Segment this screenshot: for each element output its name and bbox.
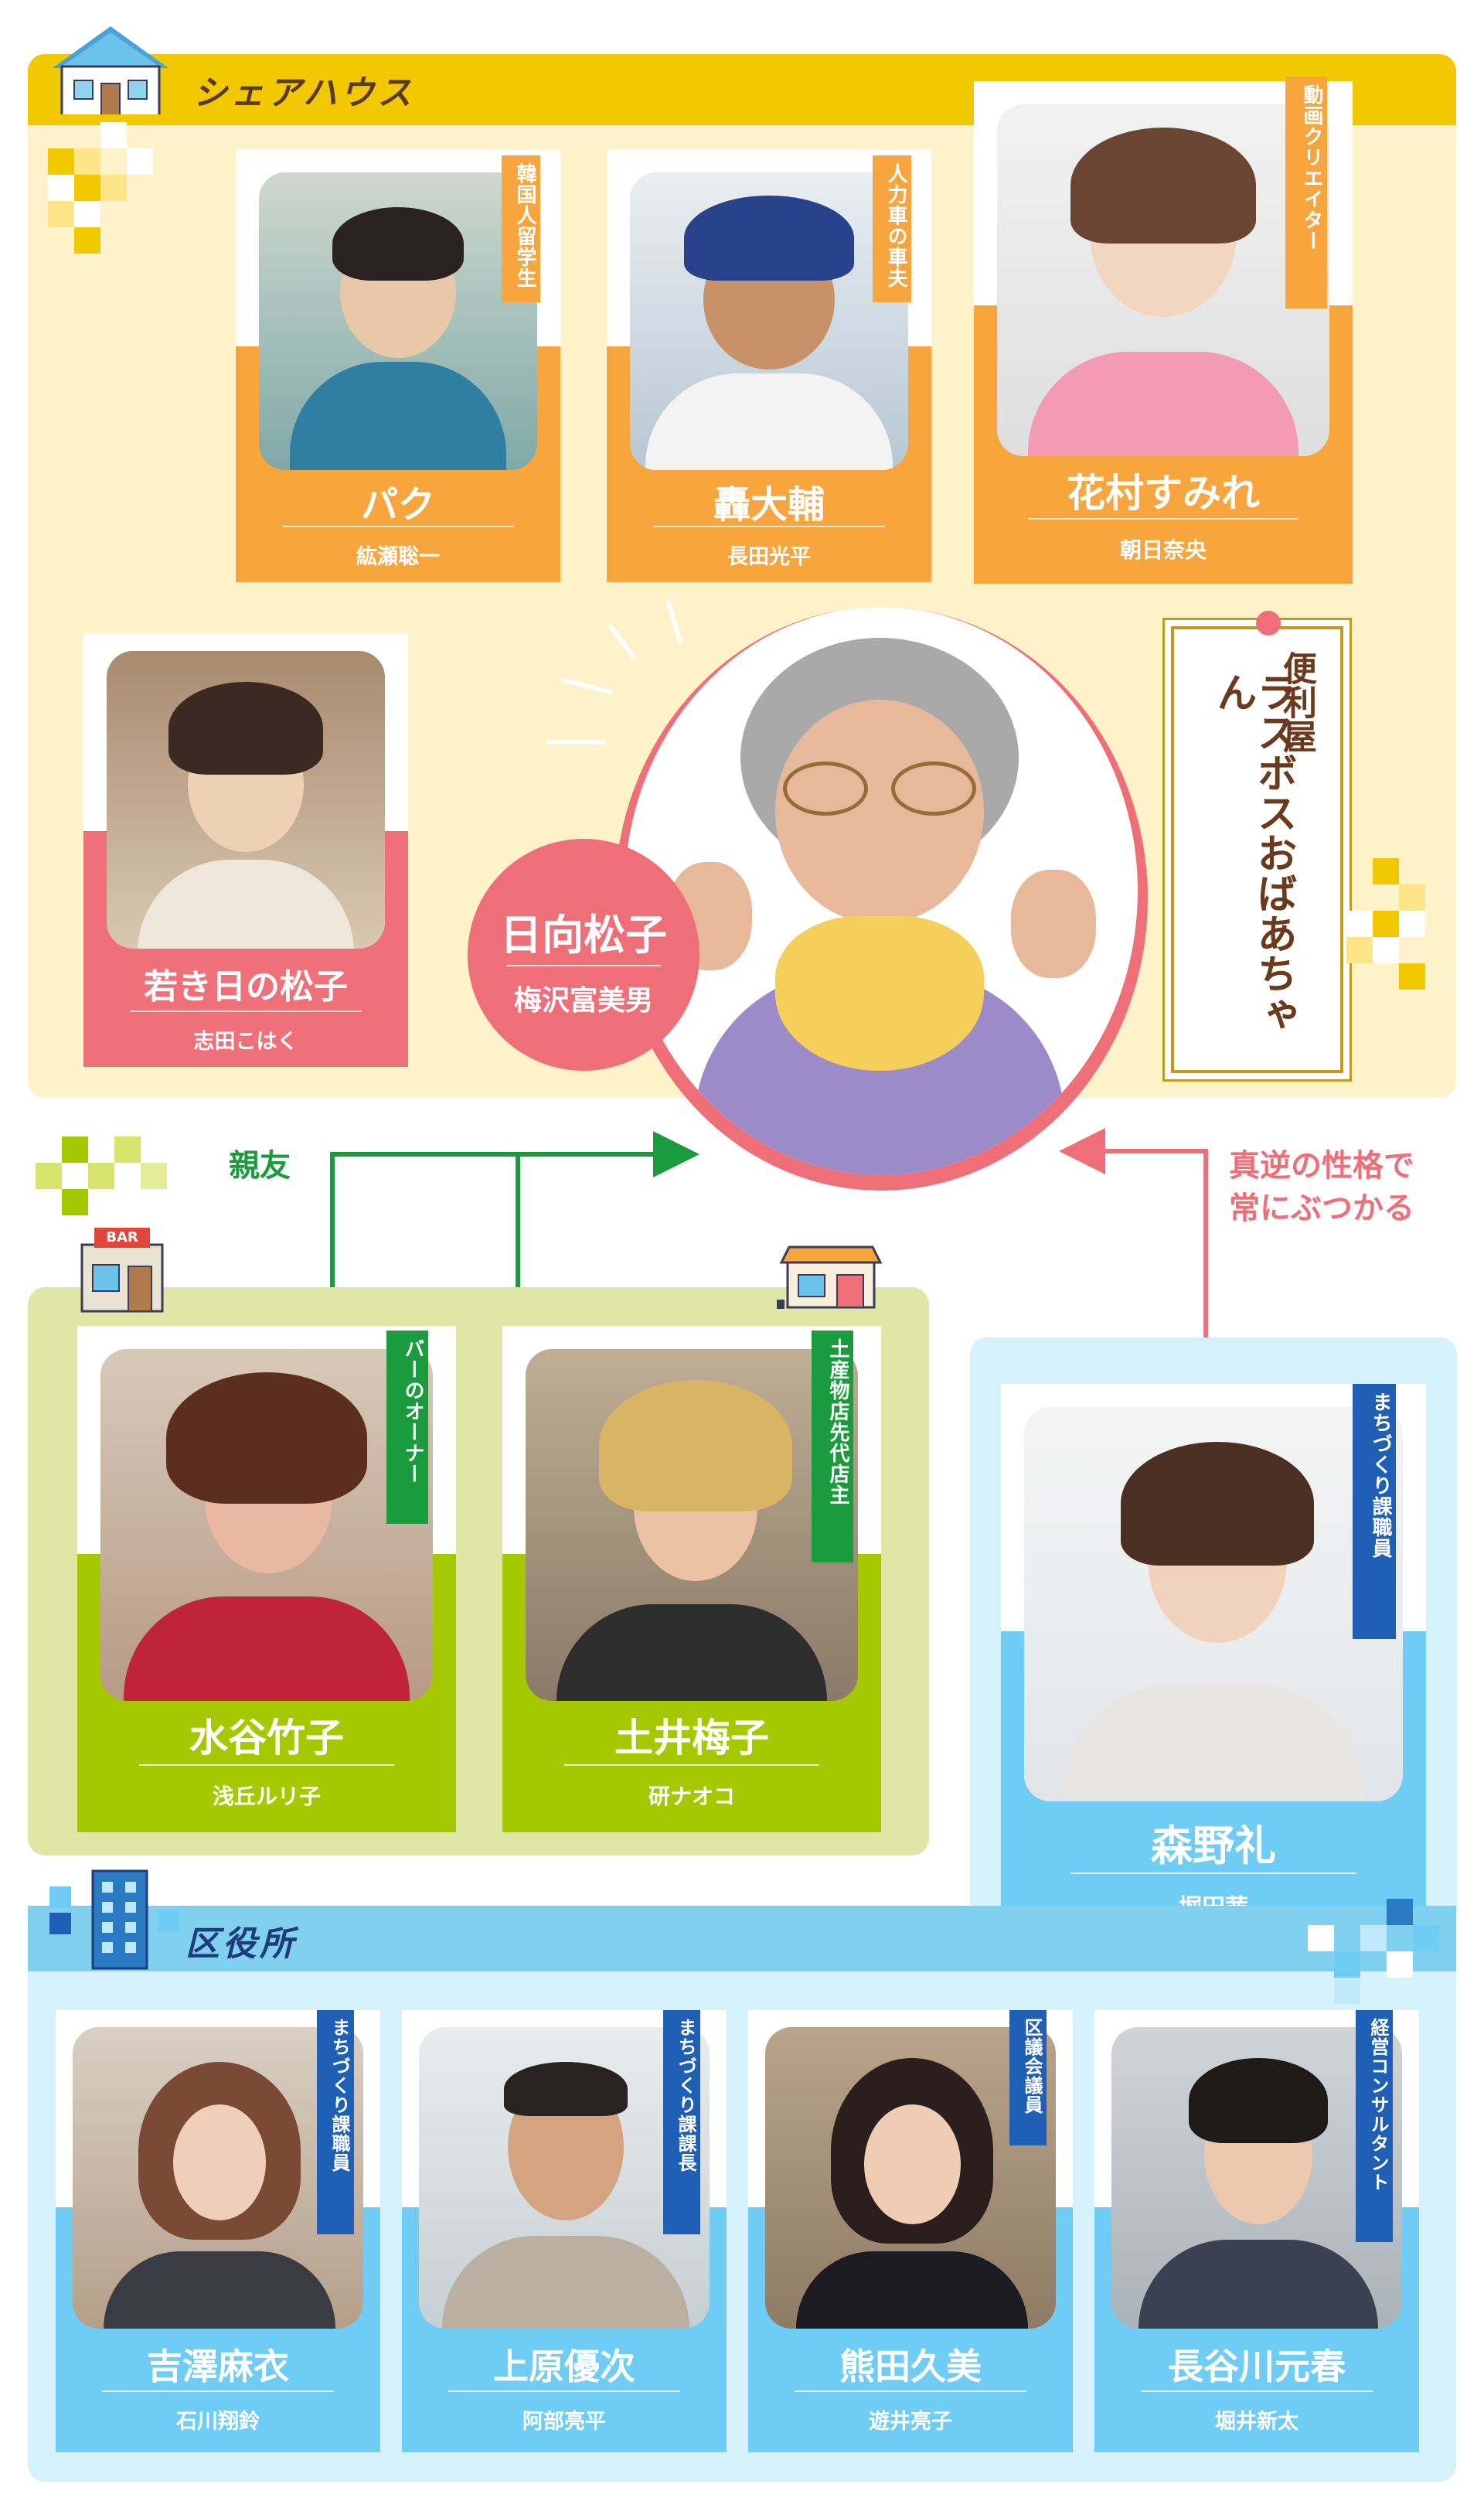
opposite-label-1: 真逆の性格で xyxy=(1229,1148,1414,1184)
role-tag: 経営コンサルタント xyxy=(1356,2010,1393,2242)
main-character-photo xyxy=(625,607,1138,1175)
role-tag: 韓国人留学生 xyxy=(502,155,540,302)
bar-icon: BAR xyxy=(76,1228,168,1314)
role-tag: 人力車の車夫 xyxy=(873,155,911,302)
character-name: パク xyxy=(360,483,435,526)
opposite-arrow xyxy=(1059,1128,1229,1388)
house-icon xyxy=(45,22,176,122)
character-name: 森野礼 xyxy=(1151,1821,1276,1870)
role-tag: まちづくり課課長 xyxy=(663,2010,700,2234)
character-name: 轟大輔 xyxy=(713,483,825,526)
character-photo xyxy=(1111,2027,1402,2329)
character-name: 土井梅子 xyxy=(614,1716,769,1760)
actor-name: 研ナオコ xyxy=(648,1784,735,1809)
divider xyxy=(102,2390,334,2392)
character-card-park: 韓国人留学生 パク 紘瀬聡一 xyxy=(236,149,560,582)
character-photo xyxy=(419,2027,710,2329)
burst-lines xyxy=(546,601,682,745)
main-character-name: 日向松子 xyxy=(500,911,667,959)
title-box: 便利屋 ラスボスおばあちゃん xyxy=(1171,626,1343,1073)
ward-office-title: 区役所 xyxy=(186,1924,297,1964)
office-building-icon xyxy=(42,1863,196,1971)
character-card-morino: まちづくり課職員 森野礼 堀田茜 xyxy=(1001,1384,1426,1941)
divider xyxy=(448,2390,680,2392)
character-name: 長谷川元春 xyxy=(1168,2346,1346,2387)
character-photo xyxy=(100,1349,433,1701)
actor-name: 長田光平 xyxy=(727,545,811,569)
character-card-young-matsuko: 若き日の松子 志田こはく xyxy=(83,634,408,1067)
character-photo xyxy=(526,1349,858,1701)
character-card-yoshizawa: まちづくり課職員 吉澤麻衣 石川翔鈴 xyxy=(56,2010,380,2452)
actor-name: 石川翔鈴 xyxy=(176,2410,260,2434)
character-card-todoroki: 人力車の車夫 轟大輔 長田光平 xyxy=(607,149,931,582)
role-tag: 土産物店先代店主 xyxy=(812,1331,853,1562)
role-tag: 動画クリエイター xyxy=(1285,77,1327,308)
shop-icon xyxy=(777,1241,885,1310)
character-card-doi: 土産物店先代店主 土井梅子 研ナオコ xyxy=(502,1326,881,1832)
main-name-badge: 日向松子 梅沢富美男 xyxy=(468,839,699,1071)
actor-name: 朝日奈央 xyxy=(1119,537,1207,563)
actor-name: 紘瀬聡一 xyxy=(356,545,440,569)
character-photo xyxy=(1024,1407,1403,1801)
character-photo xyxy=(997,104,1329,456)
character-photo xyxy=(73,2027,363,2329)
character-name: 水谷竹子 xyxy=(189,1716,344,1760)
divider xyxy=(1141,2390,1373,2392)
actor-name: 志田こはく xyxy=(193,1030,298,1054)
role-tag: まちづくり課職員 xyxy=(1353,1384,1396,1639)
bar-sign-text: BAR xyxy=(106,1229,138,1245)
divider xyxy=(130,1010,362,1012)
character-card-kumada: 区議会議員 熊田久美 遊井亮子 xyxy=(748,2010,1073,2452)
divider xyxy=(795,2390,1026,2392)
ward-office-header-bar xyxy=(28,1906,1456,1971)
title-line-2: ラスボスおばあちゃん xyxy=(1210,672,1296,1034)
actor-name: 浅丘ルリ子 xyxy=(212,1784,321,1809)
character-name: 花村すみれ xyxy=(1067,471,1260,516)
main-actor-name: 梅沢富美男 xyxy=(513,985,653,1017)
divider xyxy=(506,965,661,966)
divider xyxy=(282,526,514,527)
character-photo xyxy=(259,172,537,470)
role-tag: まちづくり課職員 xyxy=(317,2010,354,2234)
character-card-mizutani: バーのオーナー 水谷竹子 浅丘ルリ子 xyxy=(77,1326,456,1832)
actor-name: 堀井新太 xyxy=(1215,2410,1298,2434)
divider xyxy=(1070,1872,1356,1874)
divider xyxy=(1028,518,1298,520)
divider xyxy=(653,526,885,527)
character-card-hasegawa: 経営コンサルタント 長谷川元春 堀井新太 xyxy=(1094,2010,1419,2452)
divider xyxy=(139,1764,394,1766)
character-name: 若き日の松子 xyxy=(144,967,348,1007)
character-card-hanamura: 動画クリエイター 花村すみれ 朝日奈央 xyxy=(974,77,1353,584)
pin-icon xyxy=(1256,611,1281,636)
best-friend-label: 親友 xyxy=(229,1148,291,1184)
role-tag: バーのオーナー xyxy=(386,1331,428,1524)
role-tag: 区議会議員 xyxy=(1009,2010,1047,2145)
title-line-1: 便利屋 xyxy=(1277,651,1316,753)
character-name: 上原優次 xyxy=(493,2346,635,2387)
character-card-uehara: まちづくり課課長 上原優次 阿部亮平 xyxy=(402,2010,727,2452)
character-photo xyxy=(107,651,385,949)
divider xyxy=(564,1764,819,1766)
character-name: 吉澤麻衣 xyxy=(147,2346,289,2387)
character-photo xyxy=(630,172,908,470)
sharehouse-title: シェアハウス xyxy=(193,73,415,113)
opposite-label-2: 常にぶつかる xyxy=(1229,1191,1414,1226)
actor-name: 遊井亮子 xyxy=(869,2410,952,2434)
actor-name: 阿部亮平 xyxy=(522,2410,606,2434)
character-name: 熊田久美 xyxy=(839,2346,982,2387)
character-photo xyxy=(765,2027,1056,2329)
